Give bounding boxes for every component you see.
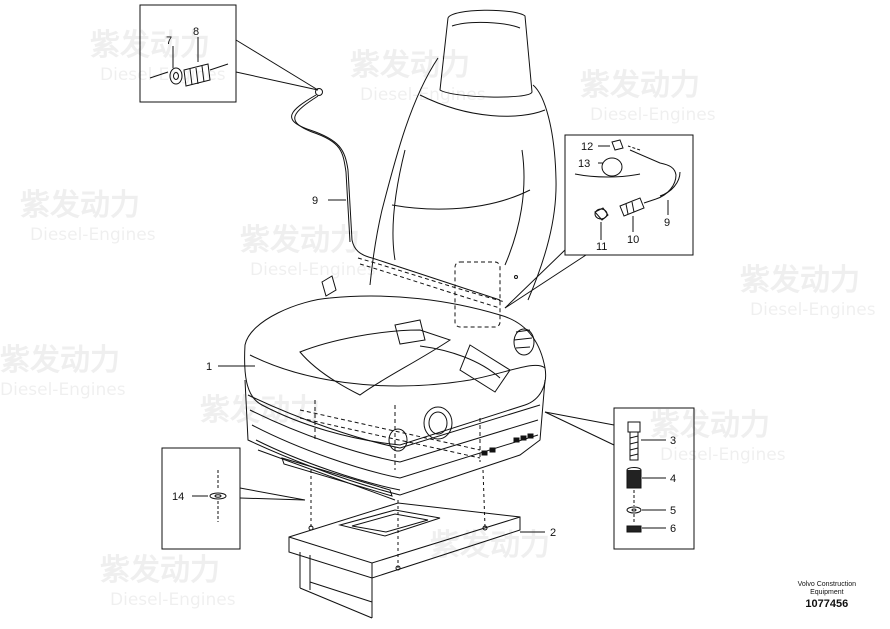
- watermark-cn: 紫发动力: [430, 528, 550, 563]
- detail-box-connector: [504, 134, 694, 309]
- callout-1: 1: [206, 361, 212, 373]
- seat-cushion: [244, 295, 547, 501]
- watermark-cn: 紫发动力: [350, 48, 470, 83]
- callout-2: 2: [550, 527, 556, 539]
- seat-backrest: [321, 9, 557, 356]
- detail-box-switch: [139, 4, 319, 103]
- watermark-en: Diesel-Engines: [100, 65, 226, 85]
- watermark-en: Diesel-Engines: [590, 105, 716, 125]
- watermark-en: Diesel-Engines: [750, 300, 876, 320]
- company-name-line2: Equipment: [810, 589, 844, 596]
- watermark-cn: 紫发动力: [90, 28, 210, 63]
- detail-box-washer: [161, 447, 306, 550]
- watermark-cn: 紫发动力: [240, 223, 360, 258]
- watermark-en: Diesel-Engines: [0, 380, 126, 400]
- watermark-cn: 紫发动力: [580, 68, 700, 103]
- callout-labels: 7 8 9 1 2 14 3 4 5 6 12 13 11 10 9: [166, 26, 676, 539]
- watermark-cn: 紫发动力: [650, 408, 770, 443]
- callout-10: 10: [627, 234, 639, 246]
- heating-cable: [291, 88, 501, 301]
- callout-13: 13: [578, 158, 590, 170]
- drawing-number: 1077456: [805, 598, 849, 610]
- watermark-layer: 紫发动力 Diesel-Engines 紫发动力 Diesel-Engines …: [0, 28, 876, 610]
- watermark-en: Diesel-Engines: [250, 260, 376, 280]
- detail-box-fasteners: [544, 407, 695, 550]
- callout-12: 12: [581, 141, 593, 153]
- callout-11: 11: [596, 241, 607, 253]
- watermark-en: Diesel-Engines: [30, 225, 156, 245]
- watermark-cn: 紫发动力: [0, 343, 120, 378]
- callout-4: 4: [670, 473, 676, 485]
- callout-8: 8: [193, 26, 199, 38]
- callout-7: 7: [166, 35, 172, 47]
- reference-block: Volvo Construction Equipment 1077456: [798, 581, 856, 611]
- watermark-en: Diesel-Engines: [110, 590, 236, 610]
- watermark-cn: 紫发动力: [740, 263, 860, 298]
- watermark-cn: 紫发动力: [100, 553, 220, 588]
- watermark-cn: 紫发动力: [20, 188, 140, 223]
- watermark-en: Diesel-Engines: [360, 85, 486, 105]
- callout-9: 9: [312, 195, 318, 207]
- callout-5: 5: [670, 505, 676, 517]
- callout-6: 6: [670, 523, 676, 535]
- watermark-en: Diesel-Engines: [660, 445, 786, 465]
- callout-3: 3: [670, 435, 676, 447]
- company-name-line1: Volvo Construction: [797, 581, 856, 588]
- callout-14: 14: [172, 491, 184, 503]
- mounting-plate: [288, 469, 521, 619]
- callout-9-detail: 9: [664, 217, 670, 229]
